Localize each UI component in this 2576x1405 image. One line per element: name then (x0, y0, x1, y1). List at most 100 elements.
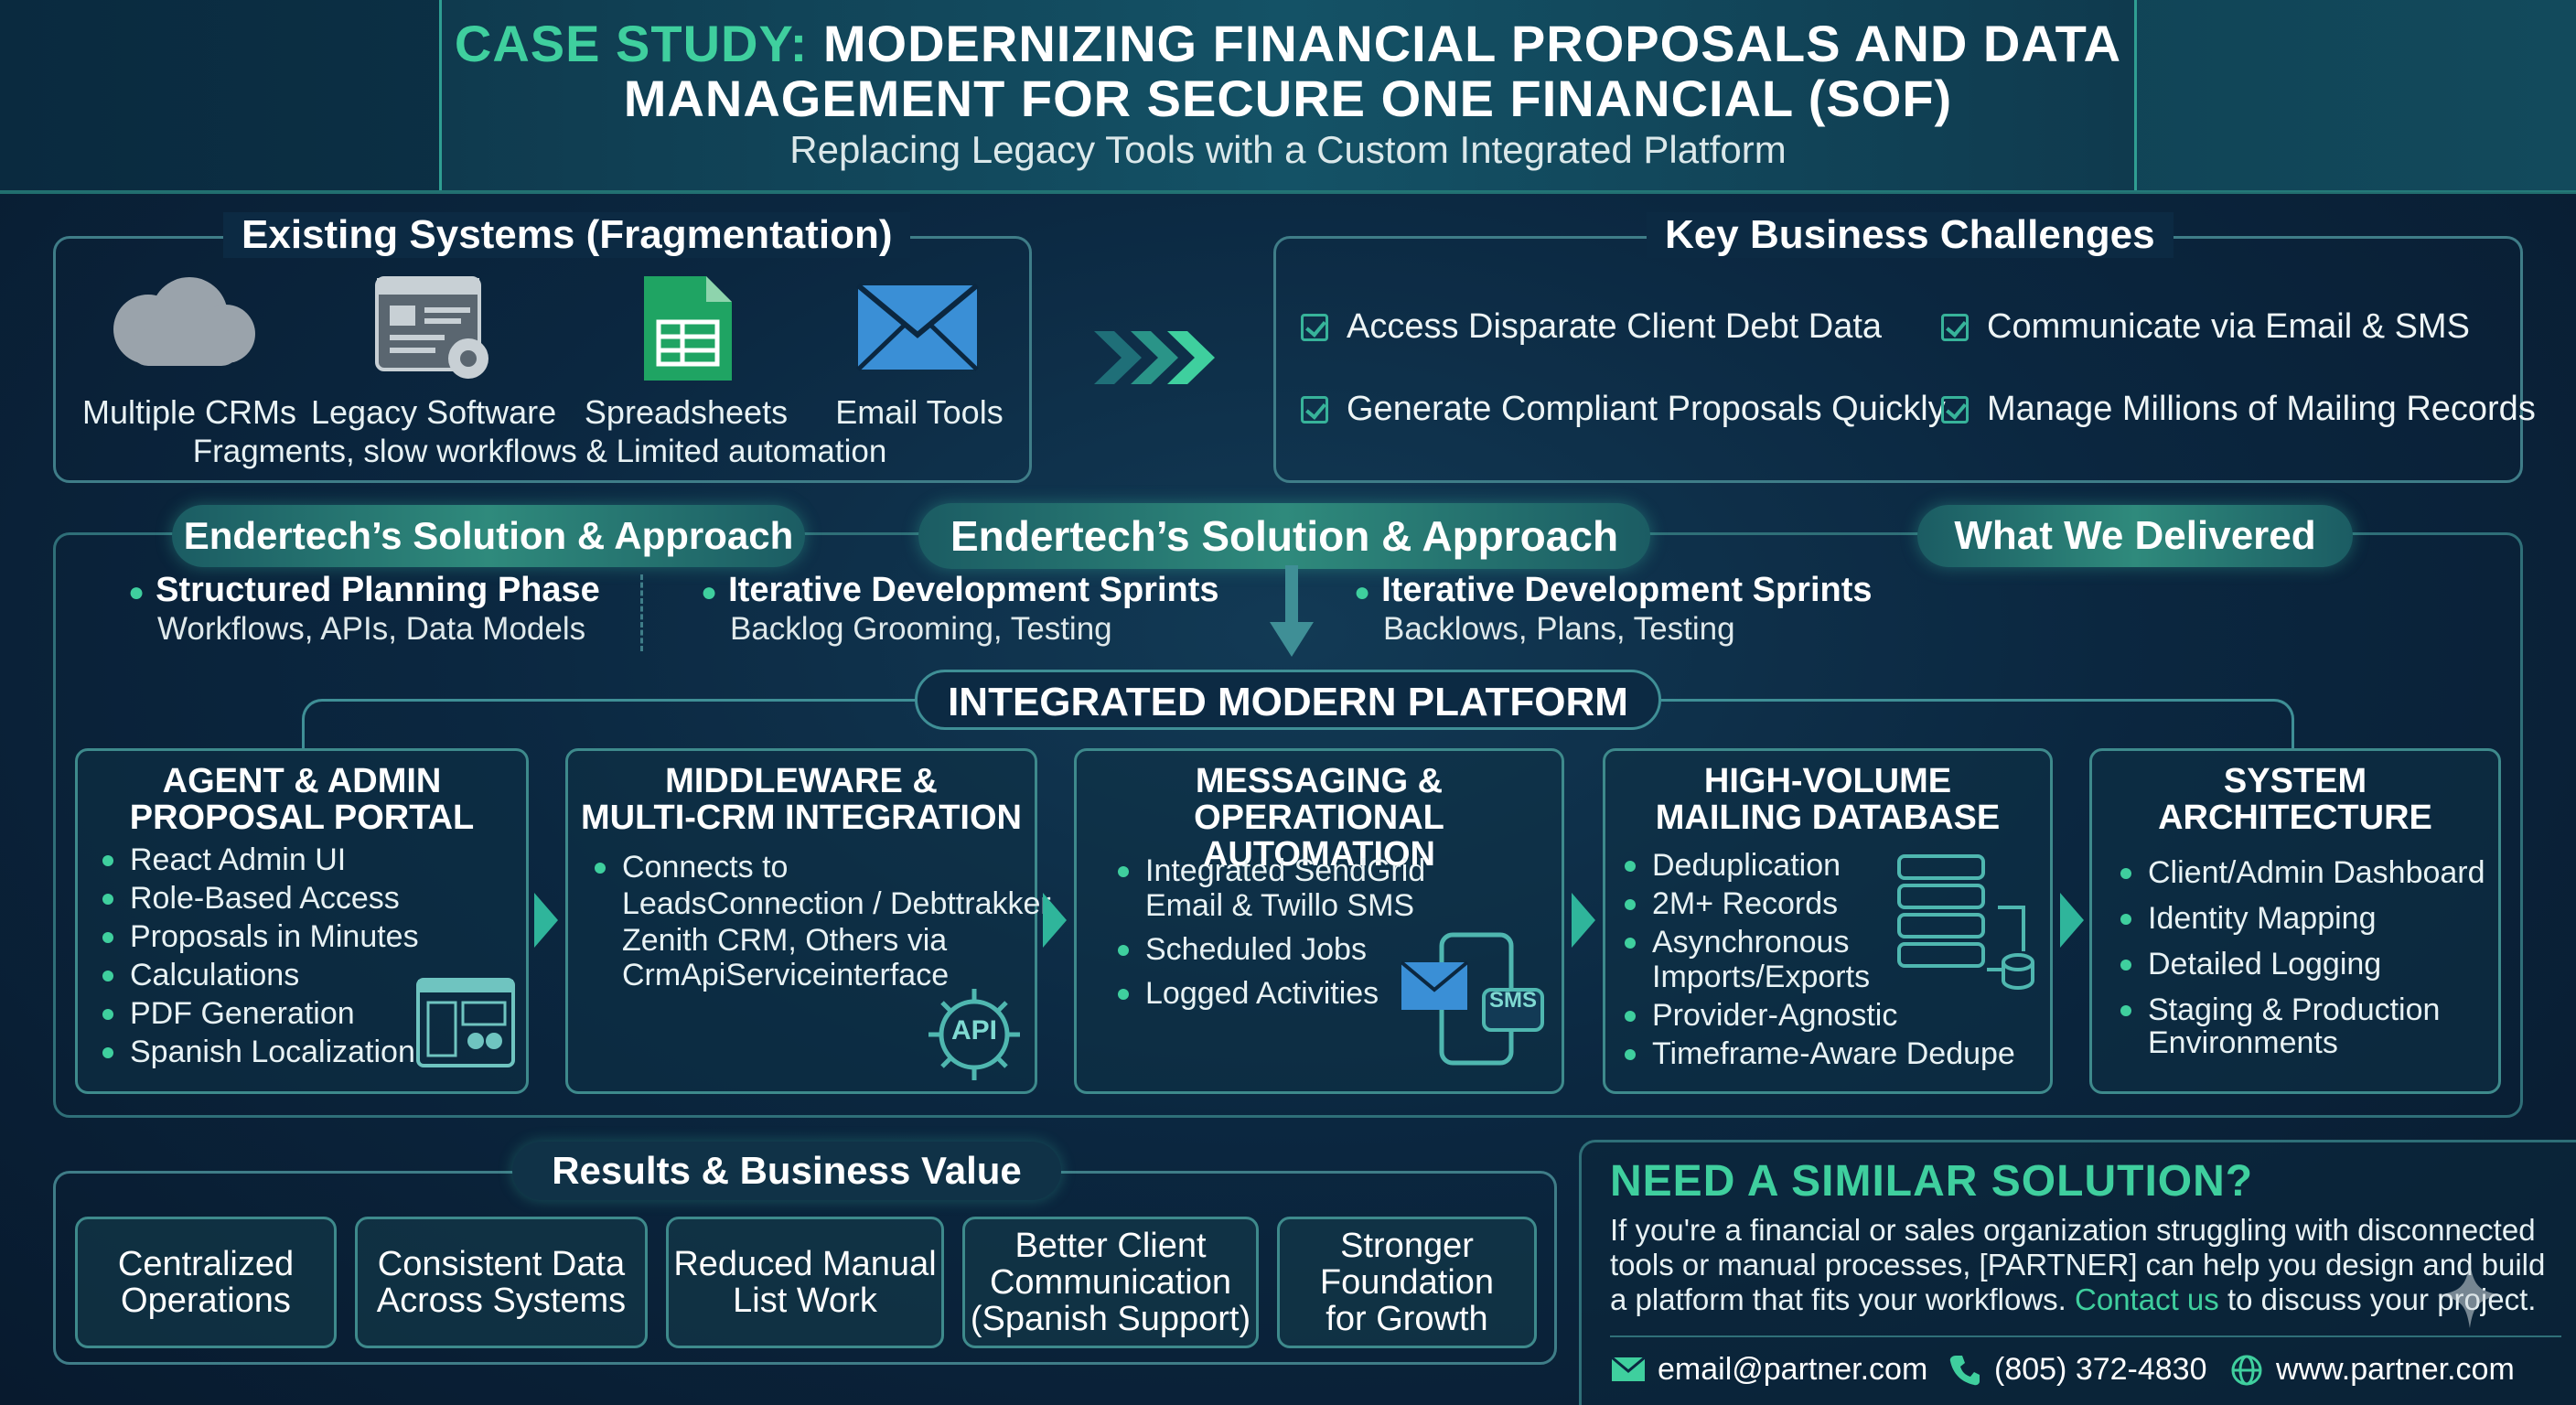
list-item: 2M+ Records (1625, 885, 1849, 922)
approach-col-3-head: ●Iterative Development Sprints (1354, 571, 1873, 609)
list-item: Detailed Logging (2120, 946, 2485, 982)
result-line: for Growth (1326, 1300, 1488, 1338)
list-item: Provider-Agnostic (1625, 997, 2015, 1034)
list-item: Deduplication (1625, 847, 1849, 884)
checkbox-icon (1941, 314, 1969, 341)
list-item: Logged Activities (1118, 975, 1379, 1012)
list-item: Identity Mapping (2120, 900, 2485, 937)
card-3-list-2: Scheduled Jobs Logged Activities (1118, 931, 1379, 1012)
list-item: Proposals in Minutes (102, 918, 419, 955)
phone-icon (1949, 1356, 1980, 1386)
header-panel (439, 0, 2137, 190)
challenges-title: Key Business Challenges (1647, 212, 2174, 258)
api-badge: API (950, 1015, 997, 1046)
card-middleware (565, 748, 1037, 1094)
card-1-list: React Admin UI Role-Based Access Proposa… (102, 842, 419, 1070)
page-title-line1: CASE STUDY: MODERNIZING FINANCIAL PROPOS… (439, 16, 2137, 71)
existing-label-email: Email Tools (835, 393, 1004, 431)
existing-label-spreadsheets: Spreadsheets (584, 393, 789, 431)
cta-text: a platform that fits your workflows. (1610, 1282, 2066, 1316)
approach-divider (640, 574, 643, 651)
list-item: Calculations (102, 957, 419, 993)
cta-divider (1610, 1335, 2561, 1337)
chevron-right-icon (534, 893, 558, 948)
cta-panel (1579, 1140, 2576, 1405)
result-line: Across Systems (376, 1282, 627, 1320)
card-3-title-2: OPERATIONAL AUTOMATION (1194, 799, 1444, 874)
contact-phone[interactable]: (805) 372-4830 (1994, 1352, 2207, 1387)
card-3-title-1: MESSAGING & (1195, 762, 1444, 800)
title-main: MODERNIZING FINANCIAL PROPOSALS AND DATA (822, 15, 2122, 72)
result-line: Operations (121, 1282, 291, 1320)
existing-systems-title: Existing Systems (Fragmentation) (223, 212, 911, 258)
card-mailing-database (1603, 748, 2053, 1094)
approach-col-3-sub: Backlows, Plans, Testing (1383, 611, 1735, 647)
result-line: Better Client (1014, 1227, 1207, 1265)
card-4-line-4: Imports/Exports (1652, 960, 1871, 994)
result-line: Stronger (1340, 1227, 1474, 1265)
delivered-pill: What We Delivered (1917, 505, 2353, 567)
approach-col-1-sub: Workflows, APIs, Data Models (157, 611, 586, 647)
card-2-line-4: CrmApiServiceinterface (622, 958, 950, 992)
cta-title: NEED A SIMILAR SOLUTION? (1610, 1157, 2254, 1206)
list-item: Scheduled Jobs (1118, 931, 1379, 968)
globe-icon (2231, 1355, 2262, 1386)
cloud-icon (113, 277, 255, 366)
platform-title: INTEGRATED MODERN PLATFORM (915, 670, 1661, 730)
checkbox-icon (1301, 314, 1328, 341)
spreadsheet-icon (644, 276, 732, 381)
cta-body-line2: tools or manual processes, [PARTNER] can… (1610, 1248, 2546, 1282)
email-icon (856, 283, 979, 371)
results-title: Results & Business Value (512, 1142, 1061, 1200)
result-line: Centralized (117, 1245, 295, 1283)
approach-pill-1: Endertech’s Solution & Approach (172, 505, 805, 567)
title-accent: CASE STUDY: (454, 15, 809, 72)
list-item: Spanish Localization (102, 1034, 419, 1070)
approach-pill-2: Endertech’s Solution & Approach (918, 503, 1650, 569)
challenge-text: Manage Millions of Mailing Records (1987, 390, 2536, 428)
legacy-software-icon (375, 276, 488, 379)
approach-col-1-head: ●Structured Planning Phase (128, 571, 600, 609)
existing-note: Fragments, slow workflows & Limited auto… (192, 434, 887, 469)
card-1-title-2: PROPOSAL PORTAL (129, 799, 475, 837)
challenge-text: Access Disparate Client Debt Data (1347, 307, 1883, 346)
existing-label-crms: Multiple CRMs (82, 393, 297, 431)
card-2-line-3: Zenith CRM, Others via (622, 923, 948, 958)
result-line: Consistent Data (377, 1245, 626, 1283)
page-subtitle: Replacing Legacy Tools with a Custom Int… (789, 128, 1787, 171)
dashboard-icon (416, 978, 515, 1067)
challenge-item: Manage Millions of Mailing Records (1941, 390, 2536, 429)
contact-website[interactable]: www.partner.com (2276, 1352, 2515, 1387)
card-2-list: Connects to (595, 849, 788, 885)
challenge-text: Communicate via Email & SMS (1987, 307, 2470, 346)
header-divider (0, 190, 2576, 194)
card-2-line-2: LeadsConnection / Debttrakker, (622, 886, 1058, 921)
cta-body-line1: If you're a financial or sales organizat… (1610, 1213, 2536, 1247)
checkbox-icon (1301, 396, 1328, 424)
chevron-right-icon (1043, 893, 1067, 948)
result-line: (Spanish Support) (970, 1300, 1251, 1338)
challenge-text: Generate Compliant Proposals Quickly (1347, 390, 1946, 428)
card-messaging (1074, 748, 1564, 1094)
email-icon (1611, 1356, 1646, 1381)
list-item: Client/Admin Dashboard (2120, 854, 2485, 891)
chevron-right-icon (2060, 893, 2084, 948)
card-1-title-1: AGENT & ADMIN (162, 762, 442, 800)
card-proposal-portal (75, 748, 529, 1094)
list-item: Asynchronous (1625, 924, 1849, 960)
card-4-list-2: Provider-Agnostic Timeframe-Aware Dedupe (1625, 997, 2015, 1072)
result-line: Reduced Manual (673, 1245, 937, 1283)
challenge-item: Communicate via Email & SMS (1941, 307, 2470, 347)
cta-body-line3: a platform that fits your workflows. Con… (1610, 1282, 2561, 1317)
card-2-title-2: MULTI-CRM INTEGRATION (581, 799, 1022, 837)
messaging-icon (1400, 932, 1544, 1066)
challenges-panel (1273, 236, 2523, 483)
contact-email[interactable]: email@partner.com (1658, 1352, 1928, 1387)
contact-us-link[interactable]: Contact us (2075, 1282, 2219, 1316)
card-system-architecture (2089, 748, 2501, 1094)
list-item: Integrated SendGrid (1118, 853, 1425, 889)
